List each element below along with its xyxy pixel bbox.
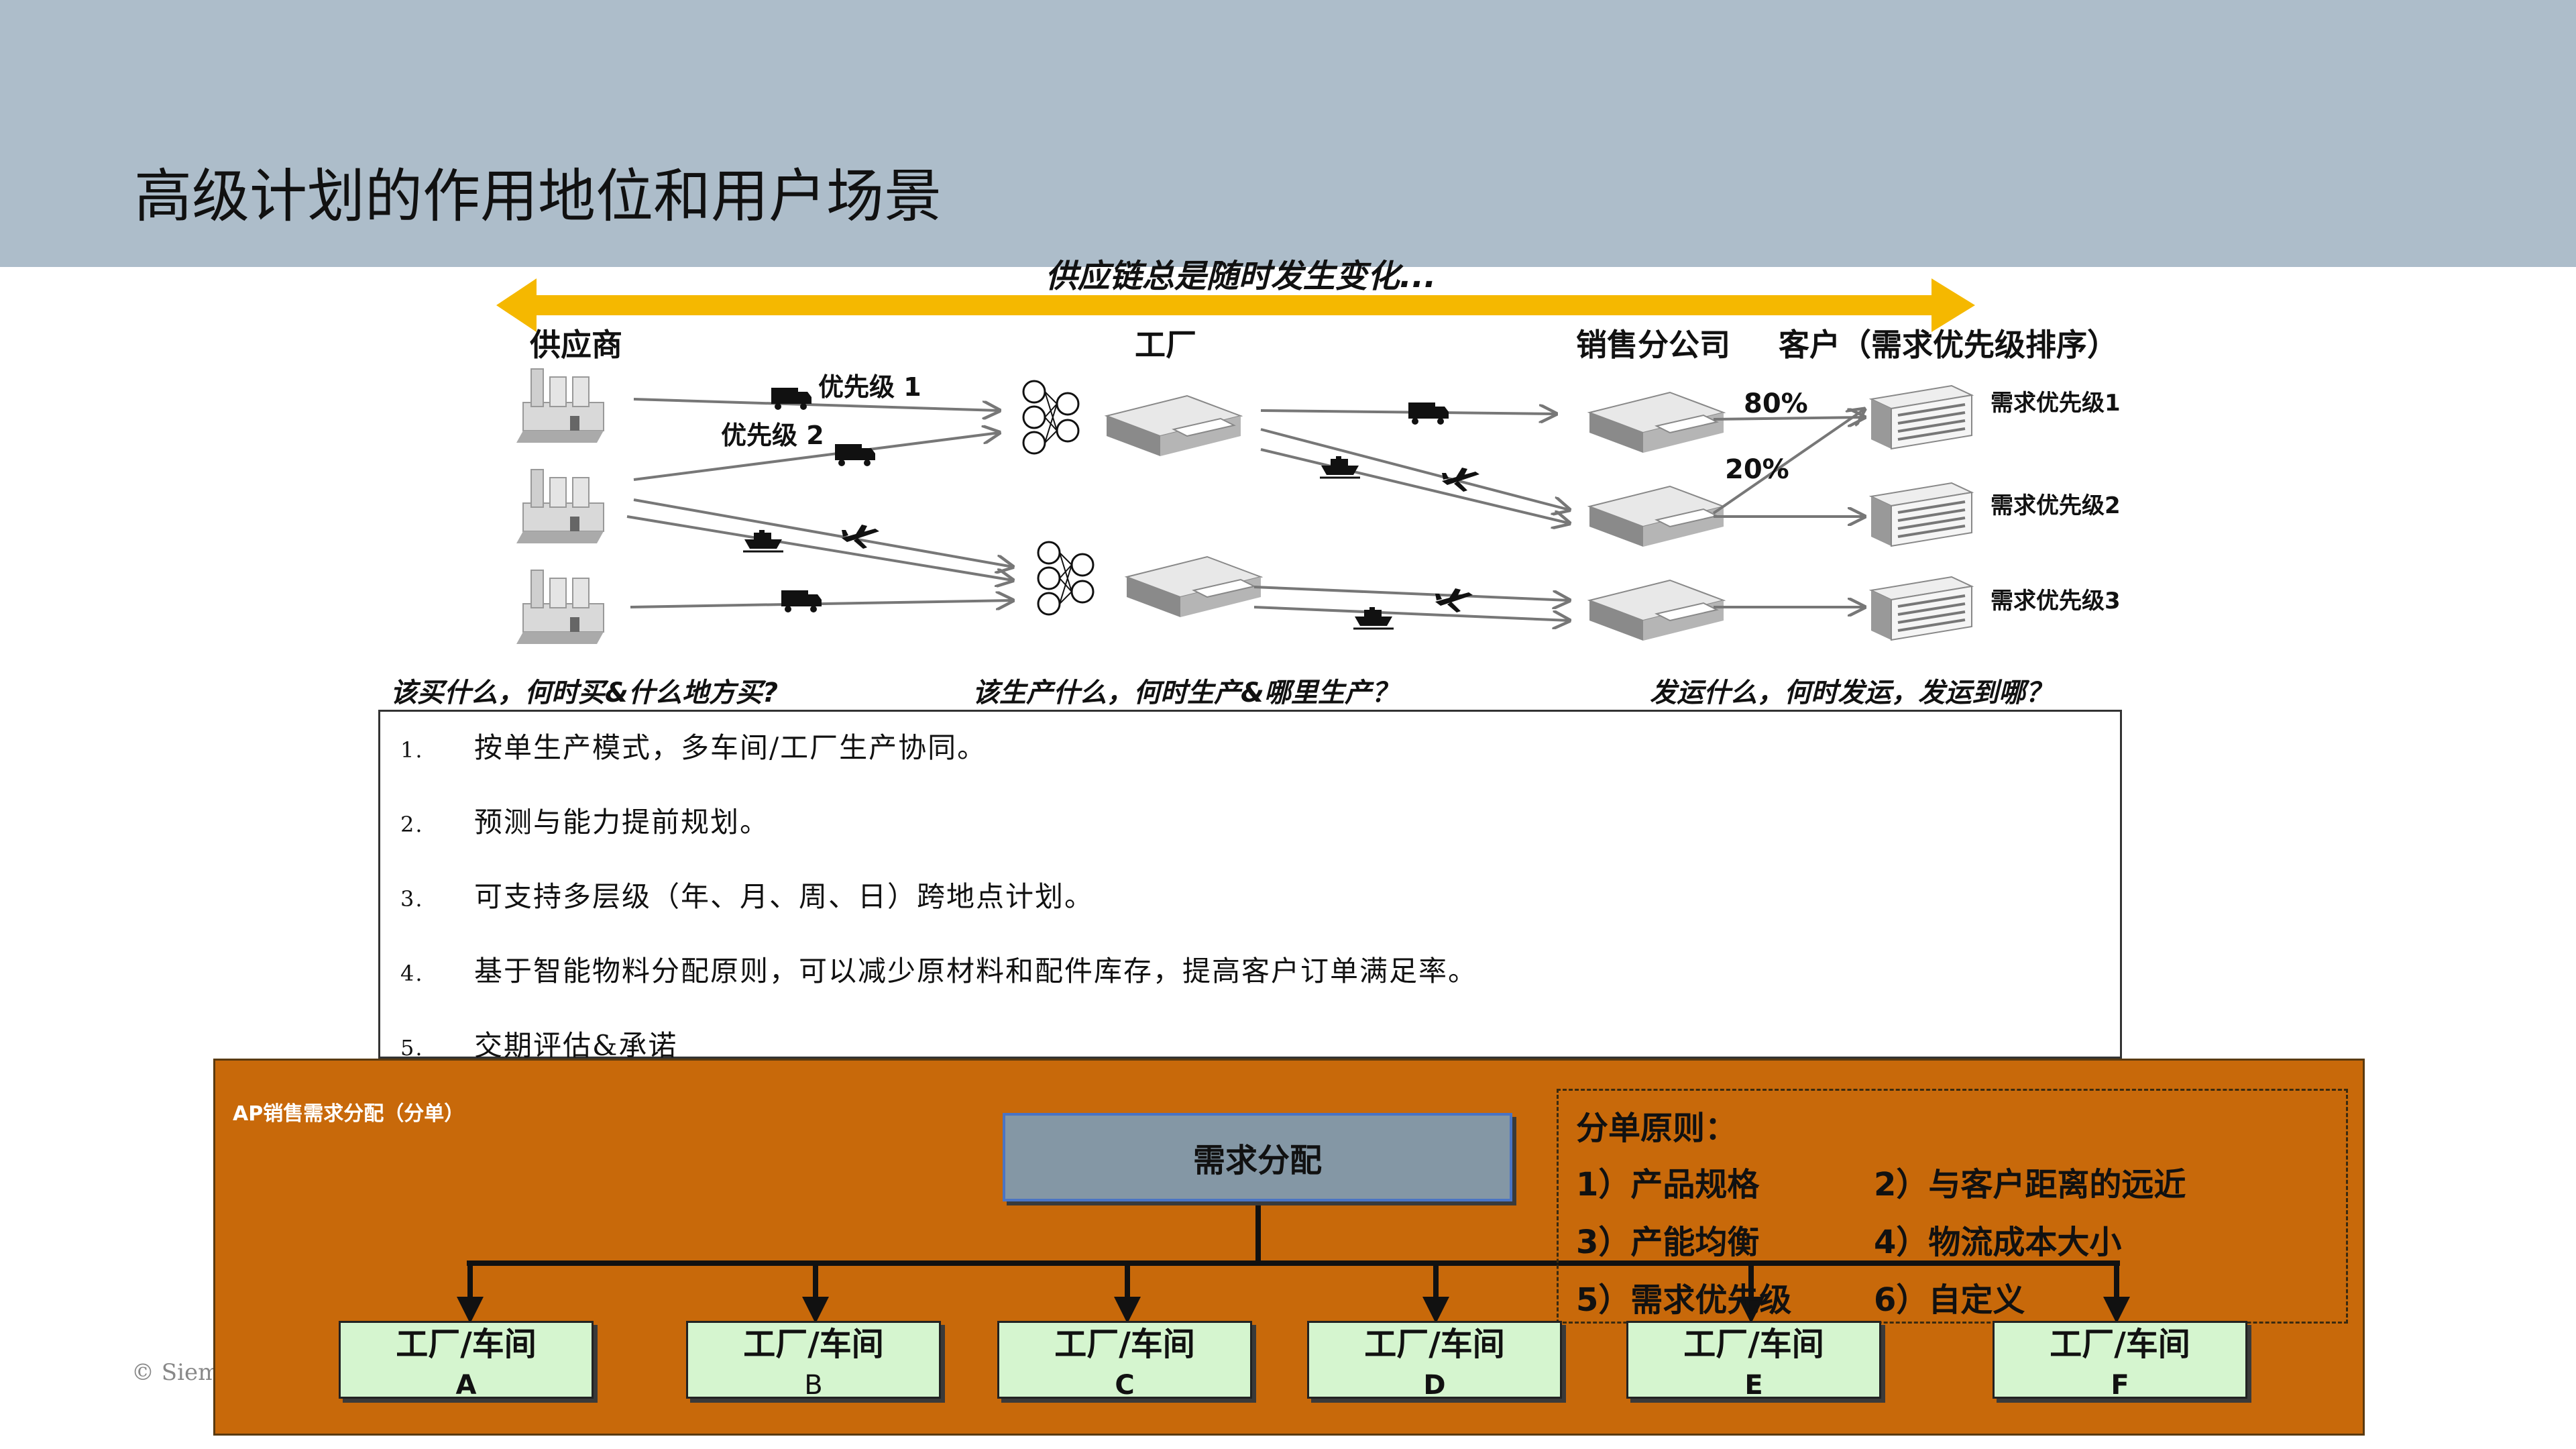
supplier-building-icon — [516, 570, 604, 645]
ap-allocation-panel: AP销售需求分配（分单） 需求分配 分单原则： 1）产品规格 2）与客户距离的远… — [213, 1059, 2365, 1436]
factory-workshop-box: 工厂/车间 C — [997, 1321, 1252, 1401]
allocation-tree-lines — [457, 1201, 2130, 1324]
priority-1-label: 优先级 1 — [818, 372, 921, 402]
factory-workshop-name: 工厂/车间 — [2050, 1326, 2190, 1363]
question-produce: 该生产什么，何时生产&哪里生产？ — [972, 678, 1398, 708]
scenario-item: 5. 交期评估&承诺 — [400, 1023, 677, 1064]
factory-workshop-letter: D — [1423, 1370, 1446, 1401]
factory-workshop-letter: E — [1744, 1370, 1763, 1401]
scenario-item: 3. 可支持多层级（年、月、周、日）跨地点计划。 — [400, 874, 1094, 915]
ship-icon — [1319, 455, 1361, 479]
network-icon — [1037, 541, 1095, 616]
scenario-text: 可支持多层级（年、月、周、日）跨地点计划。 — [474, 880, 1095, 913]
sales-branch-icon — [1589, 392, 1724, 453]
page-title: 高级计划的作用地位和用户场景 — [134, 163, 942, 230]
factory-workshop-letter: A — [455, 1370, 477, 1401]
factory-workshop-box: 工厂/车间 A — [339, 1321, 594, 1401]
demand-level-2: 需求优先级2 — [1991, 492, 2121, 519]
customer-building-icon — [1870, 482, 1973, 547]
factory-workshop-name: 工厂/车间 — [1683, 1326, 1824, 1363]
scenario-number: 5. — [400, 1035, 424, 1061]
scenario-number: 1. — [400, 737, 424, 763]
plane-icon — [1435, 588, 1473, 612]
rule-item: 2）与客户距离的远近 — [1874, 1166, 2186, 1203]
network-icon — [1022, 380, 1080, 455]
truck-icon — [781, 590, 822, 612]
rule-item: 4）物流成本大小 — [1874, 1224, 2122, 1261]
rule-item: 1）产品规格 — [1576, 1166, 1760, 1203]
scenario-number: 3. — [400, 886, 424, 912]
rule-item: 3）产能均衡 — [1576, 1224, 1760, 1261]
heading-sales: 销售分公司 — [1576, 327, 1730, 363]
plane-icon — [1442, 468, 1479, 492]
customer-building-icon — [1870, 576, 1973, 641]
priority-2-label: 优先级 2 — [721, 421, 824, 450]
sales-branch-icon — [1589, 580, 1724, 641]
header-band — [0, 0, 2576, 267]
scenario-text: 预测与能力提前规划。 — [474, 806, 770, 839]
supplier-building-icon — [516, 469, 604, 544]
plane-icon — [842, 525, 879, 549]
heading-factory: 工厂 — [1135, 327, 1196, 363]
ap-panel-label: AP销售需求分配（分单） — [233, 1102, 465, 1126]
factory-workshop-letter: F — [2111, 1370, 2129, 1401]
scenario-number: 2. — [400, 812, 424, 837]
supply-chain-diagram: 供应链总是随时发生变化... 供应商 工厂 销售分公司 客户（需求优先级排序） — [496, 258, 2121, 645]
demand-level-1: 需求优先级1 — [1991, 390, 2121, 417]
truck-icon — [835, 444, 875, 466]
scenario-text: 按单生产模式，多车间/工厂生产协同。 — [474, 731, 987, 764]
truck-icon — [1408, 402, 1449, 425]
heading-customer: 客户（需求优先级排序） — [1779, 327, 2118, 363]
truck-icon — [771, 388, 811, 410]
scenario-item: 1. 按单生产模式，多车间/工厂生产协同。 — [400, 725, 987, 766]
supplier-building-icon — [516, 368, 604, 443]
factory-workshop-name: 工厂/车间 — [1054, 1326, 1195, 1363]
sales-branch-icon — [1589, 486, 1724, 547]
rules-title: 分单原则： — [1576, 1110, 1738, 1147]
heading-supplier: 供应商 — [530, 327, 622, 363]
question-ship: 发运什么，何时发运，发运到哪？ — [1650, 678, 2052, 708]
scenario-list-box: 1. 按单生产模式，多车间/工厂生产协同。 2. 预测与能力提前规划。 3. 可支持多… — [378, 710, 2122, 1062]
factory-workshop-box: 工厂/车间 D — [1307, 1321, 1562, 1401]
allocation-rules-box: 分单原则： 1）产品规格 2）与客户距离的远近 3）产能均衡 4）物流成本大小 … — [1557, 1089, 2348, 1324]
change-arrow — [496, 278, 1975, 332]
factory-workshop-box: 工厂/车间 F — [1993, 1321, 2247, 1401]
footer-copyright: © Siem — [131, 1359, 220, 1386]
scenario-text: 交期评估&承诺 — [474, 1029, 678, 1062]
rule-item: 5）需求优先级 — [1576, 1281, 1792, 1319]
factory-workshop-name: 工厂/车间 — [1364, 1326, 1505, 1363]
question-buy: 该买什么，何时买&什么地方买? — [390, 678, 779, 708]
demand-level-3: 需求优先级3 — [1991, 588, 2121, 614]
scenario-item: 2. 预测与能力提前规划。 — [400, 800, 769, 841]
percent-20-label: 20% — [1725, 454, 1789, 485]
factory-building-icon — [1126, 556, 1262, 618]
rule-item: 6）自定义 — [1874, 1281, 2025, 1319]
demand-allocation-box: 需求分配 — [1003, 1113, 1512, 1201]
scenario-number: 4. — [400, 961, 424, 986]
percent-80-label: 80% — [1744, 388, 1808, 419]
factory-workshop-letter: C — [1115, 1370, 1135, 1401]
customer-building-icon — [1870, 384, 1973, 450]
scenario-item: 4. 基于智能物料分配原则，可以减少原材料和配件库存，提高客户订单满足率。 — [400, 949, 1477, 989]
scenario-text: 基于智能物料分配原则，可以减少原材料和配件库存，提高客户订单满足率。 — [474, 955, 1478, 987]
factory-workshop-box: 工厂/车间 E — [1626, 1321, 1881, 1401]
factory-workshop-box: 工厂/车间 B — [686, 1321, 941, 1401]
banner-text: 供应链总是随时发生变化... — [1046, 258, 1437, 295]
ship-icon — [742, 529, 785, 553]
factory-workshop-name: 工厂/车间 — [743, 1326, 884, 1363]
factory-workshop-name: 工厂/车间 — [396, 1326, 537, 1363]
factory-workshop-letter: B — [804, 1370, 823, 1401]
factory-building-icon — [1106, 395, 1241, 457]
